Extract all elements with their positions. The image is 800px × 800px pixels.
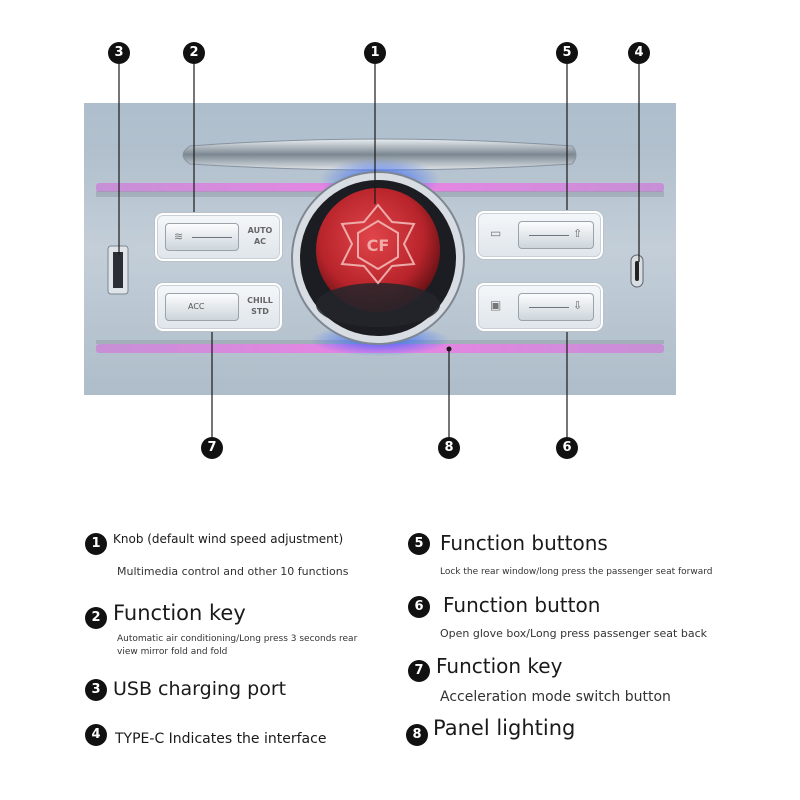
legend-desc-2: Automatic air conditioning/Long press 3 … — [117, 634, 358, 657]
seat-forward-key[interactable]: ⇧ — [518, 221, 594, 249]
acc-chill-button[interactable]: ACC CHILL STD — [155, 283, 282, 331]
acc-key[interactable]: ACC — [165, 293, 239, 321]
legend-num-4: 4 — [85, 724, 107, 746]
top-chrome-slot — [182, 138, 577, 171]
knob — [316, 188, 440, 312]
panel-diagram: CF — [84, 64, 676, 437]
type-c-port-icon — [630, 254, 644, 288]
legend-title-7: Function key — [436, 654, 563, 678]
callout-6: 6 — [556, 437, 578, 459]
auto-ac-label: AUTO AC — [247, 226, 273, 246]
legend-num-2: 2 — [85, 607, 107, 629]
legend-num-6: 6 — [408, 596, 430, 618]
legend-desc-6: Open glove box/Long press passenger seat… — [440, 627, 707, 640]
legend-num-3: 3 — [85, 679, 107, 701]
legend-title-8: Panel lighting — [433, 716, 576, 740]
legend-title-5: Function buttons — [440, 531, 608, 555]
auto-ac-button[interactable]: ≋ AUTO AC — [155, 213, 282, 261]
legend-title-6: Function button — [443, 593, 601, 617]
callout-4: 4 — [628, 42, 650, 64]
fan-icon: ≋ — [174, 230, 184, 243]
legend-desc-1: Multimedia control and other 10 function… — [117, 565, 349, 578]
legend-title-3: USB charging port — [113, 678, 287, 700]
legend-num-5: 5 — [408, 533, 430, 555]
legend-desc-7: Acceleration mode switch button — [440, 689, 671, 705]
legend-num-8: 8 — [406, 724, 428, 746]
glove-box-button[interactable]: ▣ ⇩ — [476, 283, 603, 331]
glove-box-icon: ▣ — [490, 298, 502, 312]
cf-logo-icon: CF — [340, 203, 416, 285]
arrow-down-icon: ⇩ — [573, 299, 583, 312]
legend-num-7: 7 — [408, 660, 430, 682]
callout-1: 1 — [364, 42, 386, 64]
legend-desc-5: Lock the rear window/long press the pass… — [440, 567, 713, 577]
legend-title-2: Function key — [113, 601, 246, 625]
seat-back-key[interactable]: ⇩ — [518, 293, 594, 321]
callout-3: 3 — [108, 42, 130, 64]
callout-8: 8 — [438, 437, 460, 459]
usb-port-icon — [107, 245, 129, 295]
callout-7: 7 — [201, 437, 223, 459]
auto-ac-key[interactable]: ≋ — [165, 223, 239, 251]
legend-num-1: 1 — [85, 533, 107, 555]
leader-lines — [118, 64, 640, 437]
window-lock-button[interactable]: ▭ ⇧ — [476, 211, 603, 259]
callout-5: 5 — [556, 42, 578, 64]
callout-2: 2 — [183, 42, 205, 64]
window-lock-icon: ▭ — [490, 226, 502, 240]
svg-text:CF: CF — [367, 236, 390, 255]
arrow-up-icon: ⇧ — [573, 227, 583, 240]
legend-title-1: Knob (default wind speed adjustment) — [113, 532, 344, 546]
legend-title-4: TYPE-C Indicates the interface — [115, 731, 327, 747]
chill-std-label: CHILL STD — [247, 296, 273, 316]
acc-key-label: ACC — [188, 302, 205, 311]
